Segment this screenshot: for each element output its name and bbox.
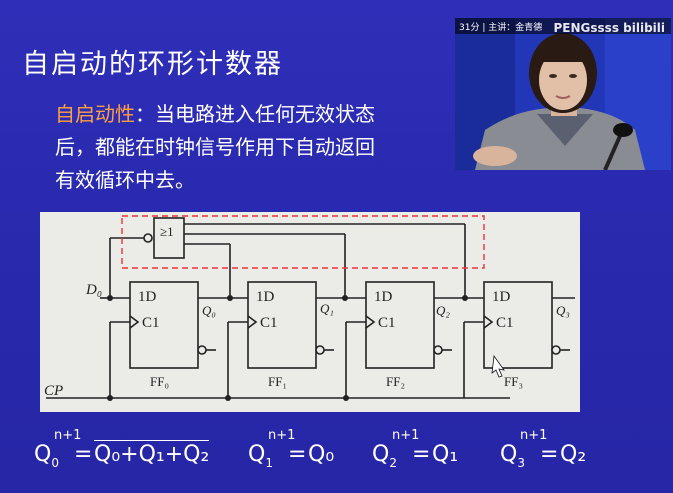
cp-label: CP: [44, 383, 63, 399]
ff1-q-label: Q₁: [320, 301, 334, 316]
equation-q3: Q3 n+1 = Q₂: [500, 428, 610, 478]
ring-counter-circuit: ≥1 D₀ CP 1D C1 Q₀ FF₀ 1D C1 Q₁ FF₁ 1D C1…: [40, 212, 580, 412]
eq3-op: =: [540, 442, 559, 467]
eq2-sup: n+1: [392, 428, 420, 443]
nor-gate: [153, 217, 185, 259]
slide-title: 自启动的环形计数器: [22, 49, 283, 80]
eq3-sup: n+1: [520, 428, 548, 443]
ff1-c-label: C1: [260, 315, 278, 331]
ff0-q-label: Q₀: [202, 303, 216, 318]
ff3-c-label: C1: [496, 315, 514, 331]
eq0-op: =: [74, 442, 93, 467]
ff0-name: FF₀: [150, 374, 169, 389]
equation-q0: Q0 n+1 = Q₀+Q₁+Q₂: [34, 428, 234, 478]
video-overlay-bar: [455, 18, 671, 34]
definition-text: 当电路进入任何无效状态后，都能在时钟信号作用下自动返回有效循环中去。: [55, 102, 375, 192]
ff1-name: FF₁: [268, 374, 287, 389]
ff2-d-label: 1D: [374, 289, 393, 305]
definition-block: 自启动性：当电路进入任何无效状态后，都能在时钟信号作用下自动返回有效循环中去。: [55, 98, 385, 197]
eq1-sup: n+1: [268, 428, 296, 443]
eq2-op: =: [412, 442, 431, 467]
d0-label: D₀: [85, 282, 102, 298]
ff3-d-label: 1D: [492, 289, 511, 305]
eq2-rhs: Q₁: [432, 442, 459, 467]
eq0-lhs: Q0: [34, 442, 59, 470]
eq3-rhs: Q₂: [560, 442, 587, 467]
video-overlay-text: 31分 | 主讲：金青德: [459, 23, 543, 33]
eq3-lhs: Q3: [500, 442, 525, 470]
eq2-lhs: Q2: [372, 442, 397, 470]
equation-q2: Q2 n+1 = Q₁: [372, 428, 482, 478]
eq0-sup: n+1: [54, 428, 82, 443]
nor-gate-label: ≥1: [160, 224, 174, 239]
video-watermark: PENGssss bilibili: [553, 21, 666, 35]
presenter-image: [455, 18, 671, 170]
eq1-op: =: [288, 442, 307, 467]
ff2-c-label: C1: [378, 315, 396, 331]
definition-colon: ：: [135, 102, 155, 126]
eq1-lhs: Q1: [248, 442, 273, 470]
eq1-rhs: Q₀: [308, 442, 335, 467]
eq0-rhs: Q₀+Q₁+Q₂: [94, 440, 210, 467]
presenter-video[interactable]: 31分 | 主讲：金青德 PENGssss bilibili: [455, 18, 671, 170]
definition-term: 自启动性: [55, 102, 135, 126]
ff0-c-label: C1: [142, 315, 160, 331]
ff1-d-label: 1D: [256, 289, 275, 305]
ff2-name: FF₂: [386, 374, 405, 389]
ff2-q-label: Q₂: [436, 303, 450, 318]
ff3-name: FF₃: [504, 374, 523, 389]
ff0-d-label: 1D: [138, 289, 157, 305]
ff3-q-label: Q₃: [556, 303, 570, 318]
equation-q1: Q1 n+1 = Q₀: [248, 428, 358, 478]
